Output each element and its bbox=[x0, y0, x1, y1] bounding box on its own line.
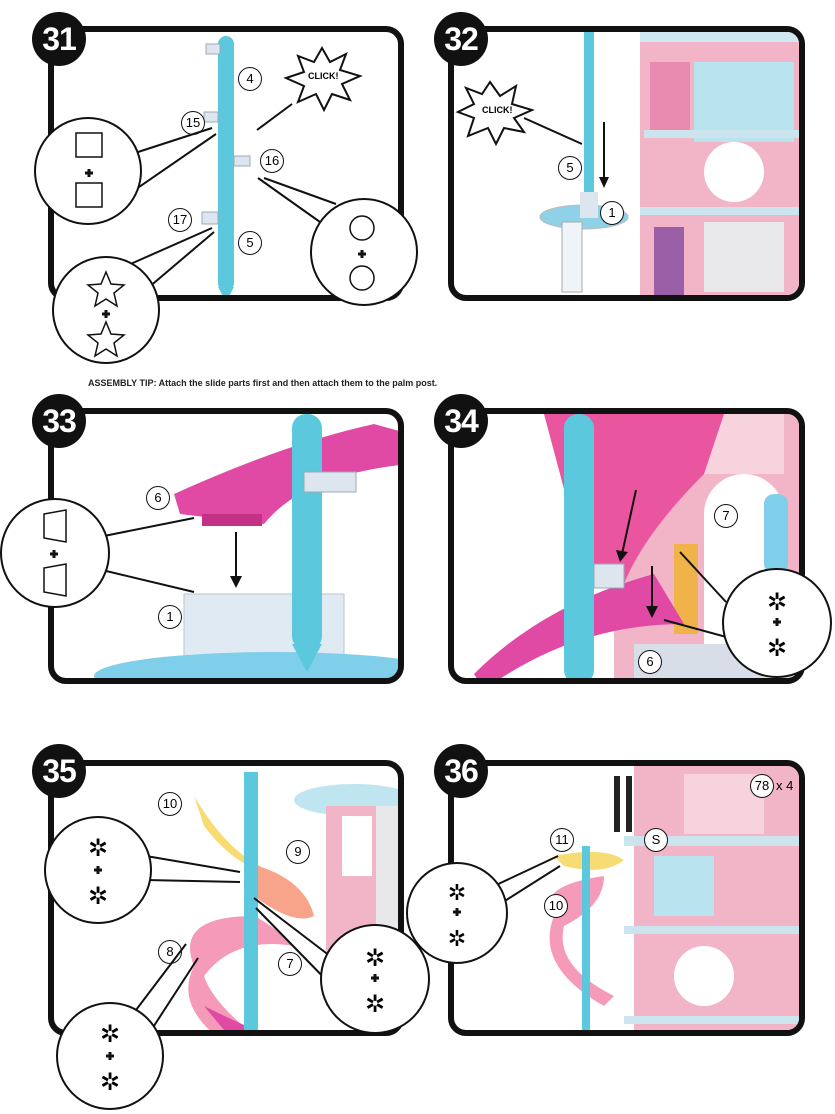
step-32-illustration bbox=[455, 32, 799, 295]
svg-text:✲: ✲ bbox=[767, 588, 787, 616]
svg-text:✲: ✲ bbox=[448, 927, 466, 952]
part-badge: 9 bbox=[286, 840, 310, 864]
step-number-36: 36 bbox=[434, 744, 488, 798]
svg-text:✲: ✲ bbox=[100, 1020, 120, 1048]
connector-callout-snowflakes: ✲ ✲ bbox=[44, 816, 152, 924]
connector-callout-squares bbox=[34, 117, 142, 225]
part-badge: 7 bbox=[714, 504, 738, 528]
assembly-tip: ASSEMBLY TIP: Attach the slide parts fir… bbox=[88, 378, 438, 388]
connector-callout-snowflakes: ✲ ✲ bbox=[722, 568, 832, 678]
part-badge: 16 bbox=[260, 149, 284, 173]
step-32-panel: 5 1 CLICK! bbox=[448, 26, 805, 301]
part-badge: 5 bbox=[238, 231, 262, 255]
connector-callout-circles bbox=[310, 198, 418, 306]
step-number-34: 34 bbox=[434, 394, 488, 448]
step-number-32: 32 bbox=[434, 12, 488, 66]
part-badge: 7 bbox=[278, 952, 302, 976]
part-badge: 15 bbox=[181, 111, 205, 135]
svg-text:✲: ✲ bbox=[448, 881, 466, 906]
snowflake-symbols: ✲ ✲ bbox=[88, 834, 108, 910]
connector-callout-snowflakes: ✲ ✲ bbox=[56, 1002, 164, 1110]
connector-callout-stars bbox=[52, 256, 160, 364]
snowflake-symbols: ✲ ✲ bbox=[448, 881, 466, 952]
part-badge: S bbox=[644, 828, 668, 852]
click-label: CLICK! bbox=[482, 105, 513, 115]
part-badge: 1 bbox=[600, 201, 624, 225]
connector-callout-snowflakes: ✲ ✲ bbox=[406, 862, 508, 964]
step-number-35: 35 bbox=[32, 744, 86, 798]
part-badge: 10 bbox=[158, 792, 182, 816]
svg-text:✲: ✲ bbox=[100, 1068, 120, 1096]
svg-text:✲: ✲ bbox=[88, 882, 108, 910]
svg-text:✲: ✲ bbox=[365, 944, 385, 972]
square-symbols bbox=[75, 132, 103, 208]
snowflake-symbols: ✲ ✲ bbox=[100, 1020, 120, 1096]
part-badge: 10 bbox=[544, 894, 568, 918]
svg-text:✲: ✲ bbox=[365, 990, 385, 1018]
part-badge: 5 bbox=[558, 156, 582, 180]
part-badge: 17 bbox=[168, 208, 192, 232]
step-number-31: 31 bbox=[32, 12, 86, 66]
part-badge: 1 bbox=[158, 605, 182, 629]
step-number-33: 33 bbox=[32, 394, 86, 448]
svg-text:✲: ✲ bbox=[88, 834, 108, 862]
svg-text:✲: ✲ bbox=[767, 634, 787, 662]
trapezoid-symbols bbox=[43, 509, 67, 597]
part-badge: 11 bbox=[550, 828, 574, 852]
part-badge: 78 bbox=[750, 774, 774, 798]
connector-callout-trapezoids bbox=[0, 498, 110, 608]
part-badge: 8 bbox=[158, 940, 182, 964]
part-badge: 4 bbox=[238, 67, 262, 91]
star-symbols bbox=[86, 270, 126, 358]
snowflake-symbols: ✲ ✲ bbox=[767, 588, 787, 662]
circle-symbols bbox=[349, 215, 375, 291]
part-badge: 6 bbox=[638, 650, 662, 674]
click-label: CLICK! bbox=[308, 71, 339, 81]
quantity-label: x 4 bbox=[776, 778, 794, 793]
part-badge: 6 bbox=[146, 486, 170, 510]
